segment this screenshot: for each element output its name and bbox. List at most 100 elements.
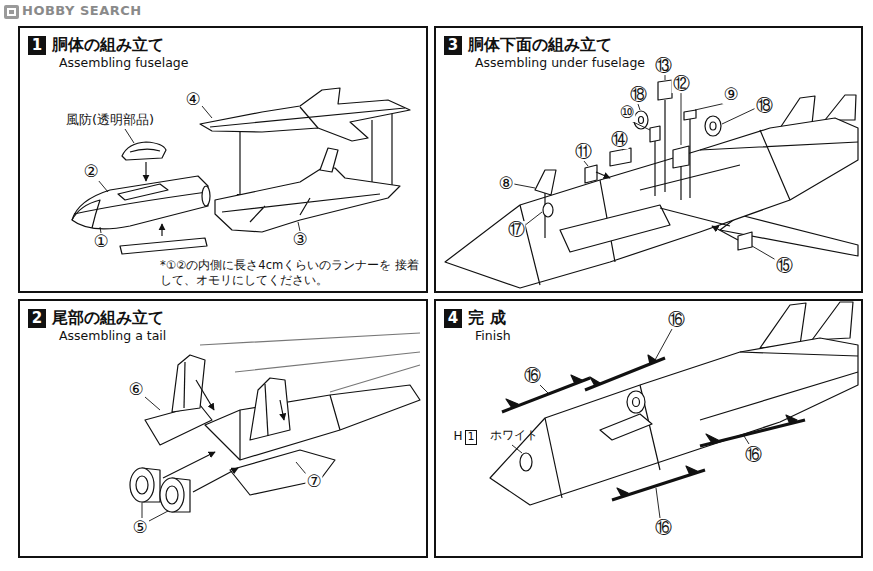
fuselage-parts xyxy=(371,120,372,188)
tail-parts xyxy=(280,400,284,420)
step-subtitle: Assembling fuselage xyxy=(59,55,188,70)
tail-parts xyxy=(193,468,238,492)
step-number-text: 2 xyxy=(32,310,42,327)
finished-model xyxy=(490,338,858,505)
callout-number: ⑪ xyxy=(574,143,593,161)
finished-model xyxy=(706,415,797,443)
step-number-text: 3 xyxy=(448,37,458,54)
callout-number: ⑭ xyxy=(610,131,629,149)
fuselage-parts xyxy=(130,149,160,152)
fuselage-parts xyxy=(239,131,240,200)
step-subtitle: Assembling a tail xyxy=(59,328,166,343)
under-fuselage-parts xyxy=(634,111,648,129)
finished-model xyxy=(506,375,582,408)
color-name: ホワイト xyxy=(490,429,538,443)
leader-line xyxy=(744,436,749,444)
under-fuselage-parts xyxy=(673,146,689,168)
step-subtitle: Assembling under fuselage xyxy=(475,55,645,70)
leader-line xyxy=(149,511,168,521)
under-fuselage-parts xyxy=(658,80,672,100)
callout-number: ⑮ xyxy=(775,257,794,275)
under-fuselage-parts xyxy=(650,126,660,142)
step-number-text: 1 xyxy=(32,37,42,54)
under-fuselage-parts xyxy=(710,122,716,130)
leader-line xyxy=(539,384,548,393)
finished-model xyxy=(627,391,645,413)
callout-number: ⑥ xyxy=(127,381,144,399)
callout-number: ⑯ xyxy=(744,446,763,464)
callout-number: ⑯ xyxy=(654,519,673,537)
fuselage-parts xyxy=(122,142,166,160)
tail-parts xyxy=(205,385,420,460)
callout-number: ⑯ xyxy=(667,311,686,329)
tail-parts xyxy=(230,450,335,495)
finished-model xyxy=(520,453,532,471)
callout-number: ⑯ xyxy=(523,367,542,385)
fuselage-parts xyxy=(118,184,168,200)
finished-model xyxy=(545,352,858,498)
leader-line xyxy=(512,445,522,453)
finished-model xyxy=(812,302,853,340)
color-code-number: 1 xyxy=(468,431,475,443)
callout-number: ② xyxy=(82,163,99,181)
leader-line xyxy=(722,108,756,124)
fuselage-parts xyxy=(222,194,380,222)
leader-line xyxy=(298,222,300,231)
finished-model xyxy=(490,302,858,505)
tail-parts xyxy=(265,384,268,436)
callout-number: ⑱ xyxy=(629,86,648,104)
under-fuselage-parts xyxy=(543,203,553,217)
under-fuselage-parts xyxy=(445,118,858,288)
leader-line xyxy=(752,246,776,260)
callout-number: ⑨ xyxy=(722,86,739,104)
leader-line xyxy=(631,121,650,130)
leader-line xyxy=(514,184,535,188)
leader-line xyxy=(514,75,776,260)
step-subtitle: Finish xyxy=(475,328,511,343)
fuselage-parts xyxy=(145,162,146,181)
callout-number: ① xyxy=(92,233,109,251)
under-fuselage-parts xyxy=(689,112,690,198)
part-name: 風防(透明部品) xyxy=(66,113,154,128)
callout-number: ④ xyxy=(184,91,201,109)
under-fuselage-parts xyxy=(520,130,858,285)
finished-model xyxy=(600,414,652,440)
fuselage-parts xyxy=(200,88,410,141)
step-title: 胴体下面の組み立て xyxy=(468,35,612,54)
tail-parts xyxy=(250,378,290,440)
step-panel: 胴体下面の組み立てAssembling under fuselage 3 xyxy=(434,26,863,293)
leader-line xyxy=(656,488,660,518)
callout-number: ⑧ xyxy=(497,175,514,193)
under-fuselage-parts xyxy=(680,166,681,200)
logo-icon xyxy=(4,5,19,19)
callout-number: ⑦ xyxy=(305,473,322,491)
logo-icon xyxy=(9,10,14,14)
fuselage-parts xyxy=(215,168,400,232)
fuselage-parts xyxy=(320,148,338,172)
fuselage-parts xyxy=(210,108,405,127)
fuselage-parts xyxy=(161,224,162,236)
logo-icon xyxy=(7,8,16,16)
leader-line xyxy=(695,103,726,110)
tail-parts xyxy=(130,468,154,502)
leader-line xyxy=(584,161,588,166)
fuselage-parts xyxy=(202,186,210,206)
step-panel: 胴体の組み立てAssembling fuselage1 xyxy=(18,26,428,293)
under-fuselage-parts xyxy=(560,205,670,252)
fuselage-parts xyxy=(72,200,100,228)
tail-parts xyxy=(136,476,148,494)
callout-number: ⑫ xyxy=(672,75,691,93)
leader-line xyxy=(512,329,749,518)
under-fuselage-parts xyxy=(825,95,856,120)
under-fuselage-parts xyxy=(596,172,610,178)
callout-number: ⑩ xyxy=(618,104,635,122)
leader-line xyxy=(524,212,542,226)
step-number: 1 xyxy=(28,36,46,55)
under-fuselage-parts xyxy=(585,165,597,183)
step-number: 4 xyxy=(444,309,462,328)
finished-model xyxy=(633,398,640,407)
callout-number: ③ xyxy=(291,231,308,249)
leader-line xyxy=(142,503,143,518)
leader-line xyxy=(142,397,306,521)
leader-line xyxy=(98,180,108,192)
